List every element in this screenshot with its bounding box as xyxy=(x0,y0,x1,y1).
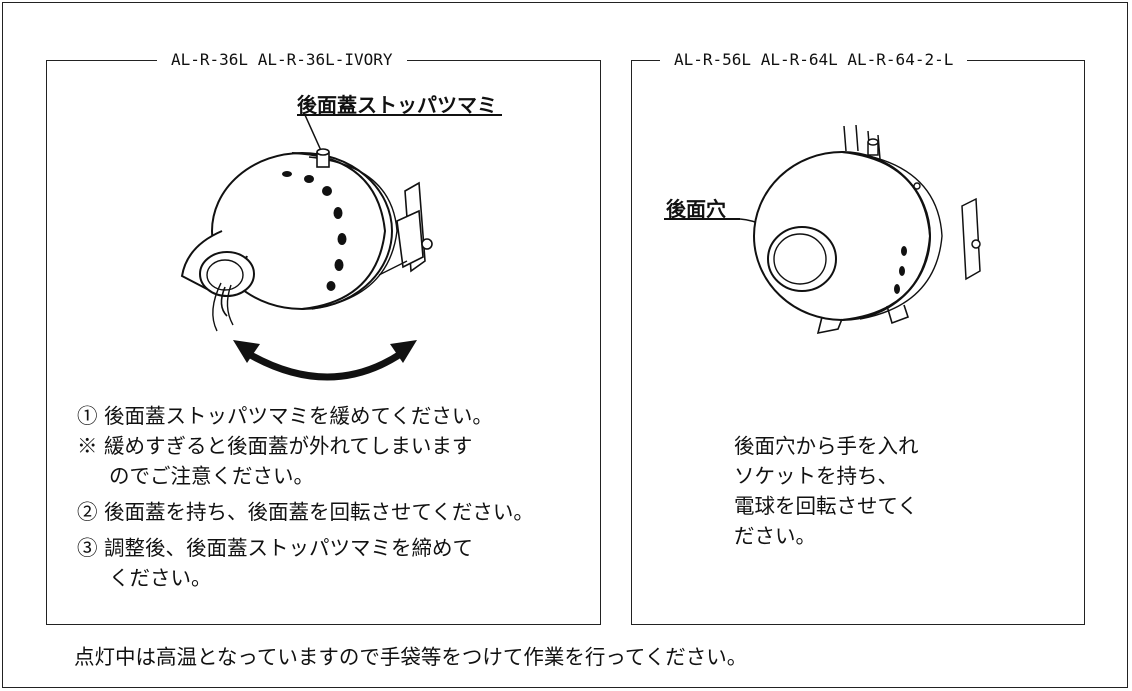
panel-right: AL-R-56L AL-R-64L AL-R-64-2-L 後面穴 後面穴から手… xyxy=(631,49,1085,625)
lamp-illustration-left xyxy=(180,114,502,381)
left-model-legend: AL-R-36L AL-R-36L-IVORY xyxy=(157,49,407,71)
step-3-cont: ください。 xyxy=(109,566,212,590)
panel-left: AL-R-36L AL-R-36L-IVORY 後面蓋ストッパツマミ xyxy=(46,49,601,625)
left-instructions: ① 後面蓋ストッパツマミを緩めてください。 ※ 緩めすぎると後面蓋が外れてしまい… xyxy=(77,401,534,593)
lamp-illustration-right xyxy=(664,124,981,335)
step-3: ③ 調整後、後面蓋ストッパツマミを締めて xyxy=(77,536,474,560)
safety-warning: 点灯中は高温となっていますので手袋等をつけて作業を行ってください。 xyxy=(74,645,748,669)
right-instructions: 後面穴から手を入れ ソケットを持ち、 電球を回転させてく ださい。 xyxy=(734,431,919,551)
right-line-1: 後面穴から手を入れ xyxy=(734,434,919,458)
right-model-legend: AL-R-56L AL-R-64L AL-R-64-2-L xyxy=(660,49,968,71)
caution-note-cont: のでご注意ください。 xyxy=(109,464,314,488)
step-1: ① 後面蓋ストッパツマミを緩めてください。 xyxy=(77,404,493,428)
step-2: ② 後面蓋を持ち、後面蓋を回転させてください。 xyxy=(77,500,534,524)
right-line-3: 電球を回転させてく xyxy=(734,494,918,518)
right-line-2: ソケットを持ち、 xyxy=(734,464,898,488)
right-line-4: ださい。 xyxy=(734,524,816,548)
rear-hole-callout: 後面穴 xyxy=(666,197,726,221)
caution-note: ※ 緩めすぎると後面蓋が外れてしまいます xyxy=(77,434,473,458)
stopper-knob-callout: 後面蓋ストッパツマミ xyxy=(297,93,497,117)
